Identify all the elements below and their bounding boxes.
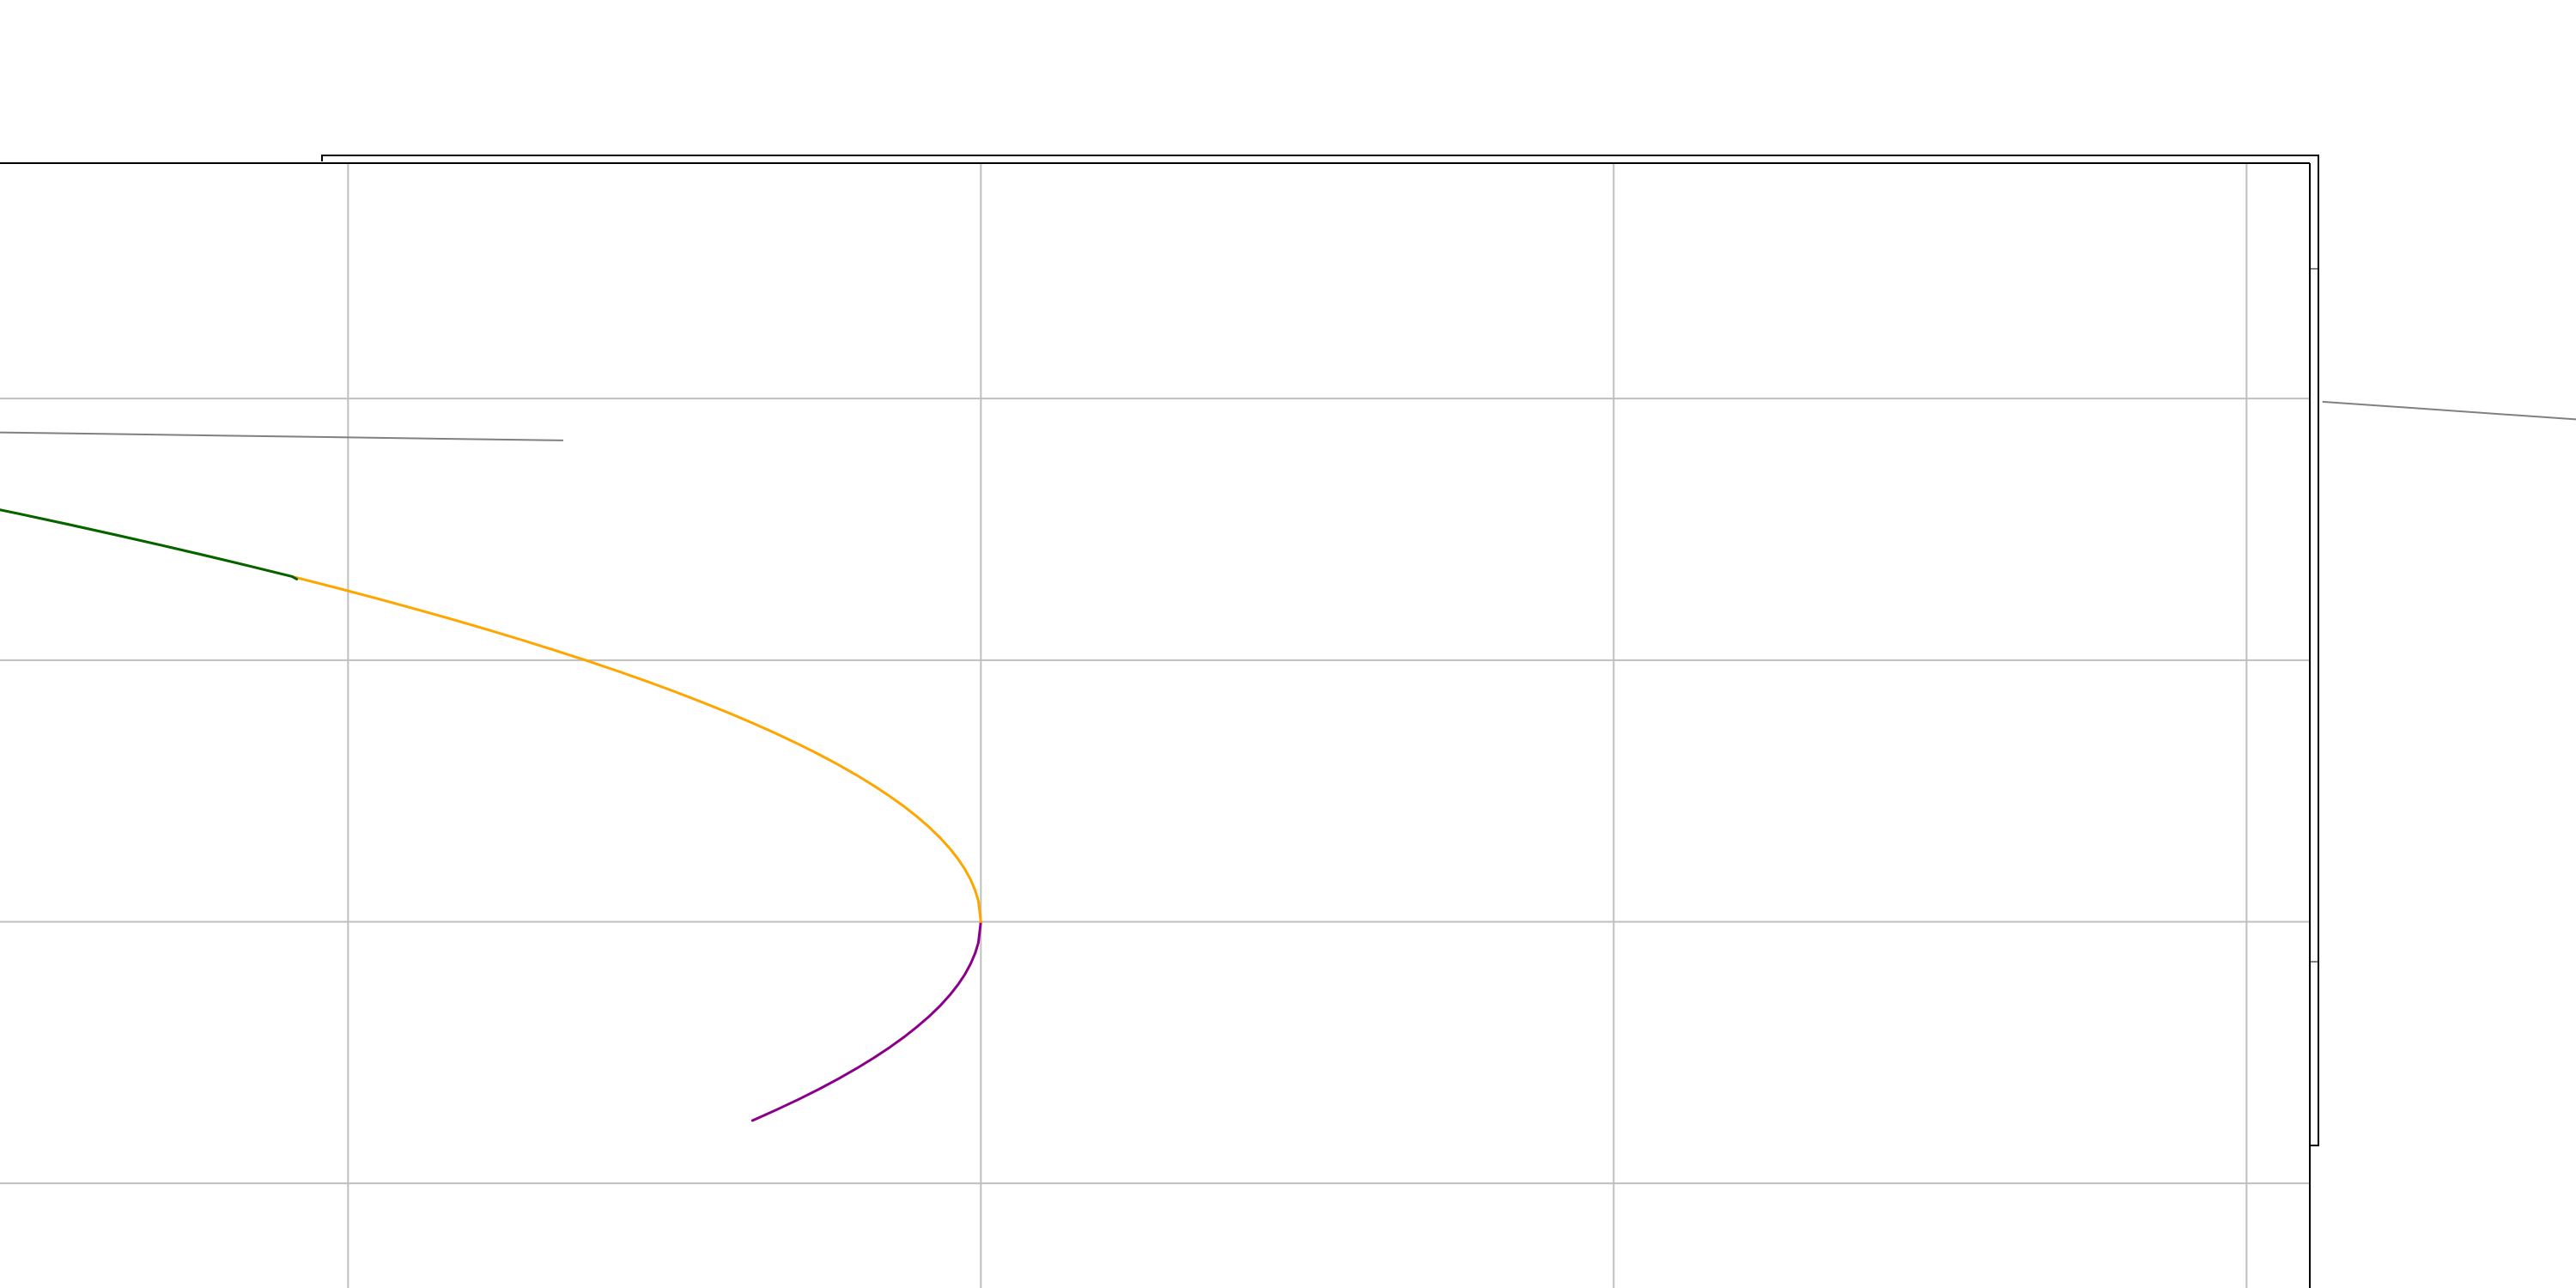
top-panel-border <box>321 155 2319 1146</box>
annotation-lines <box>0 400 2576 441</box>
series-line-1 <box>750 920 982 1122</box>
series-lines <box>0 508 982 1122</box>
annotation-line-2 <box>2322 400 2576 421</box>
grid <box>0 163 2310 1288</box>
series-line-2 <box>0 508 982 923</box>
annotation-line-1 <box>0 431 563 441</box>
chart-frame <box>0 155 2319 1288</box>
series-line-3 <box>0 508 299 580</box>
